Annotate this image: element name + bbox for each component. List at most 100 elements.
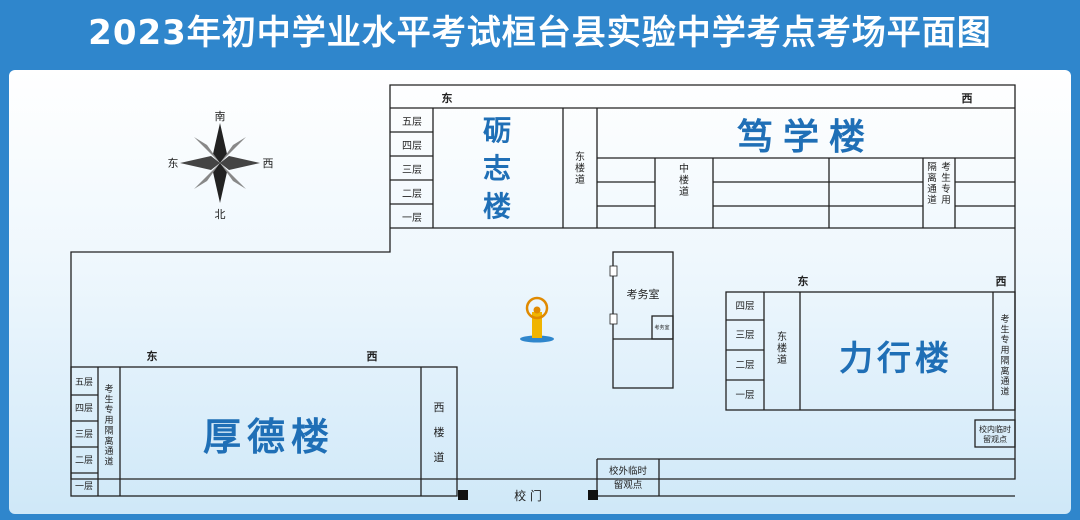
vertical-char: 西 [434,401,445,414]
vertical-char: 道 [777,353,787,366]
houde-floor-2: 二层 [75,455,93,466]
lixing-east-label: 东 [798,274,809,288]
lizhi-name-char-2: 志 [483,152,511,185]
gate-area: 校外临时 留观点 校 门 [458,458,1015,503]
vertical-char: 道 [104,455,113,467]
vertical-char: 楼 [679,174,689,187]
vertical-char: 专 [1000,334,1009,346]
houde-east-label: 东 [147,349,158,363]
vertical-char: 东 [777,330,787,343]
lizhi-floor-1: 一层 [402,212,422,224]
houde-floor-5: 五层 [75,377,93,388]
vertical-char: 楼 [777,342,787,355]
vertical-char: 考 [941,162,951,173]
lizhi-building: 东 西 五层 四层 三层 二层 一层 砺 志 楼 东楼道 [390,91,1015,229]
kaowu-name: 考务室 [627,287,660,301]
vertical-char: 通 [927,184,937,195]
compass-point-south [213,163,227,203]
statue-icon [520,296,554,343]
compass-diag-sw [194,163,220,189]
lixing-floor-2: 二层 [735,360,754,371]
compass-point-west [180,156,220,170]
inner-observation-line2: 留观点 [983,434,1007,444]
compass-label-left: 东 [168,157,179,170]
vertical-char: 离 [927,172,937,184]
compass-point-east [220,156,260,170]
compass-diag-se [220,163,246,189]
vertical-char: 道 [679,185,689,198]
vertical-char: 考 [104,384,113,395]
lizhi-east-label: 东 [442,91,453,105]
lizhi-name-char-1: 砺 [483,114,511,147]
vertical-char: 道 [927,194,937,206]
vertical-char: 楼 [434,425,445,439]
compass-point-north [213,123,227,163]
floor-plan-map: 南 北 东 西 东 西 五层 四层 [9,70,1071,514]
vertical-char: 隔 [1000,355,1009,366]
vertical-char: 隔 [104,425,113,436]
inner-observation-point: 校内临时 留观点 [974,419,1016,448]
gate-label: 校 门 [514,488,542,503]
outer-observation-line2: 留观点 [614,479,643,491]
vertical-char: 用 [1000,345,1009,356]
lizhi-name-char-3: 楼 [483,190,511,223]
vertical-char: 道 [434,450,445,464]
vertical-char: 通 [1000,376,1009,387]
houde-west-label: 西 [367,350,378,363]
vertical-char: 东 [575,150,585,163]
lizhi-floor-4: 四层 [402,140,422,152]
lizhi-west-label: 西 [962,92,973,105]
inner-observation-line1: 校内临时 [979,424,1011,434]
lizhi-floor-3: 三层 [402,164,422,176]
vertical-char: 道 [1000,385,1009,397]
compass-diag-ne [220,137,246,163]
houde-floor-3: 三层 [75,429,93,440]
lixing-floor-4: 四层 [735,301,754,312]
houde-building: 东 西 五层 四层 三层 二层 一层 考生专用隔离通道 厚德楼 西楼道 [70,349,458,497]
vertical-char: 专 [941,183,951,195]
gate-post-left [458,490,468,500]
duxue-name: 笃学楼 [737,116,875,158]
houde-name: 厚德楼 [203,415,335,459]
vertical-char: 生 [104,393,113,405]
vertical-char: 离 [104,435,113,447]
kaowu-room: 考务室 考务室 [609,251,674,389]
duxue-middle-stair: 中楼道 [679,162,689,198]
duxue-building: 笃学楼 中楼道 隔离通道 考生专用 [597,116,1015,229]
lixing-floor-3: 三层 [735,330,754,341]
lizhi-floor-2: 二层 [402,188,422,200]
lizhi-floor-5: 五层 [402,116,422,128]
vertical-char: 楼 [575,162,585,175]
vertical-char: 用 [941,195,951,206]
compass-diag-nw [194,137,220,163]
duxue-isolation-col1: 隔离通道 [927,162,937,206]
vertical-char: 专 [104,404,113,416]
houde-isolation: 考生专用隔离通道 [104,384,113,467]
vertical-char: 生 [941,172,951,184]
floor-plan-svg: 南 北 东 西 东 西 五层 四层 [70,84,1016,503]
duxue-isolation-col2: 考生专用 [941,162,951,206]
lixing-isolation: 考生专用隔离通道 [1000,314,1009,397]
vertical-char: 隔 [927,162,937,173]
houde-west-stair: 西楼道 [434,401,445,464]
outer-observation-line1: 校外临时 [609,465,648,477]
gate-post-right [588,490,598,500]
vertical-char: 道 [575,173,585,186]
vertical-char: 生 [1000,323,1009,335]
vertical-char: 通 [104,446,113,457]
kaowu-small-label: 考务室 [654,324,669,331]
houde-floor-1: 一层 [75,481,93,492]
compass-label-top: 南 [215,110,226,123]
vertical-char: 离 [1000,365,1009,377]
lixing-west-label: 西 [996,275,1007,288]
lizhi-east-stair: 东楼道 [575,150,585,186]
vertical-char: 考 [1000,314,1009,325]
kaowu-door-upper [609,265,618,277]
compass-label-bottom: 北 [215,208,226,221]
lixing-floor-1: 一层 [735,390,754,401]
page-title: 2023年初中学业水平考试桓台县实验中学考点考场平面图 [88,13,992,53]
kaowu-door-lower [609,313,618,325]
compass-rose: 南 北 东 西 [168,110,274,221]
vertical-char: 中 [679,162,689,175]
